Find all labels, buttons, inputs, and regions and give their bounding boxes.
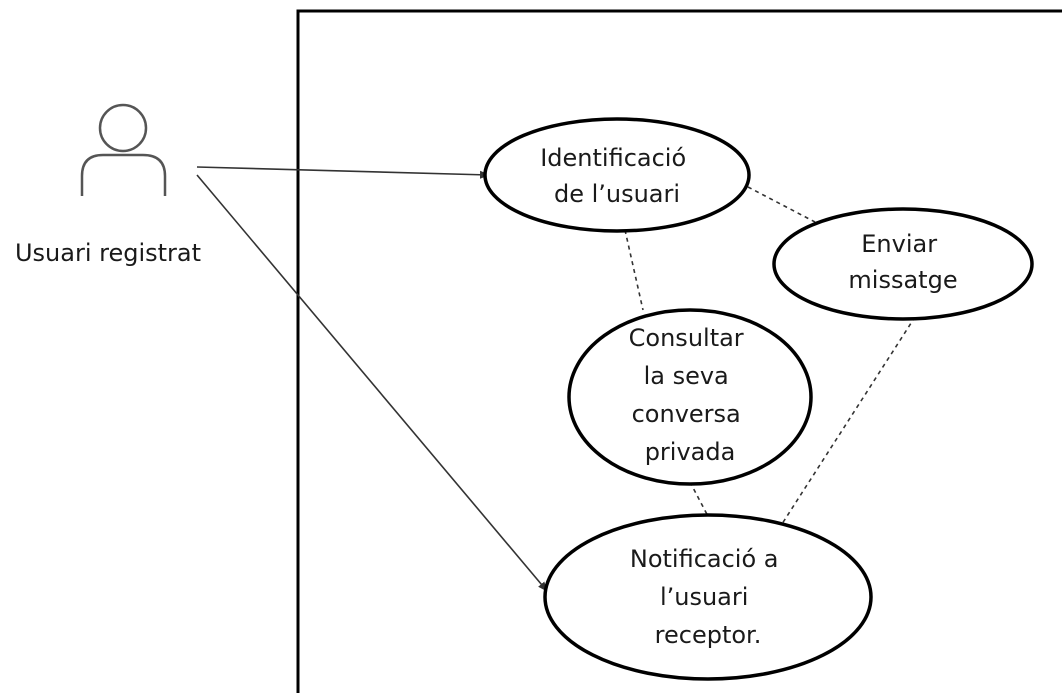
use-case-notificacio-line-2: l’usuari <box>660 583 748 611</box>
system-boundary <box>296 9 1062 693</box>
use-case-notificacio-line-1: Notificació a <box>630 545 779 573</box>
link-identificacio-consultar <box>624 229 644 311</box>
use-case-consultar-line-1: Consultar <box>629 324 744 352</box>
association-notificacio <box>196 174 548 592</box>
use-case-notificacio: Notificació a l’usuari receptor. <box>543 513 873 681</box>
use-case-enviar-missatge: Enviar missatge <box>772 207 1034 321</box>
use-case-consultar-line-4: privada <box>645 438 736 466</box>
use-case-consultar: Consultar la seva conversa privada <box>567 308 813 486</box>
person-icon <box>98 103 148 153</box>
use-case-identificacio-line-1: Identificació <box>540 144 686 172</box>
use-case-identificacio-line-2: de l’usuari <box>554 180 680 208</box>
link-identificacio-enviar <box>747 186 816 223</box>
link-enviar-notificacio <box>779 316 916 528</box>
actor-label: Usuari registrat <box>15 239 201 267</box>
actor-figure <box>80 103 167 196</box>
use-case-consultar-line-3: conversa <box>632 400 741 428</box>
use-case-enviar-line-1: Enviar <box>861 230 937 258</box>
use-case-enviar-line-2: missatge <box>848 266 957 294</box>
use-case-consultar-line-2: la seva <box>644 362 729 390</box>
person-body-icon <box>80 153 167 196</box>
association-identificacio <box>196 166 490 179</box>
svg-text:Notificació a l’usuari: Notificació a l’usuari receptor. <box>630 545 786 649</box>
svg-text:Enviar missatge: Enviar missatge <box>848 230 957 294</box>
svg-text:Identificació de l’usuar: Identificació de l’usuari <box>540 144 694 208</box>
use-case-identificacio: Identificació de l’usuari <box>483 117 751 233</box>
use-case-notificacio-line-3: receptor. <box>655 621 762 649</box>
svg-text:Consultar la seva: Consultar la seva conversa privada <box>629 324 752 466</box>
